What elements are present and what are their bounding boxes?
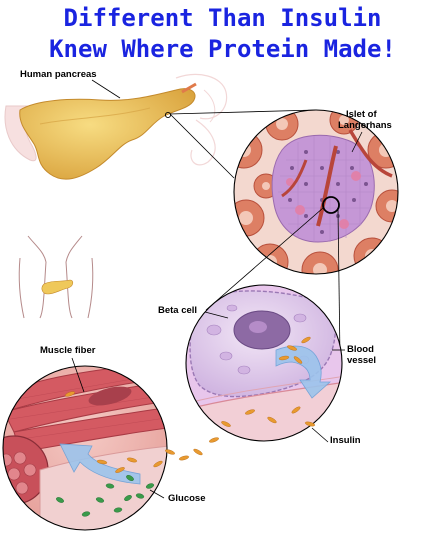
label-muscle-fiber: Muscle fiber — [40, 346, 95, 356]
pancreas — [20, 89, 195, 179]
label-islet-line2: Langerhans — [338, 121, 392, 131]
label-human-pancreas: Human pancreas — [20, 70, 97, 80]
islet-of-langerhans-magnified — [226, 106, 408, 288]
label-insulin: Insulin — [330, 436, 361, 446]
label-glucose: Glucose — [168, 494, 206, 504]
label-blood-line2: vessel — [347, 356, 376, 366]
label-islet-line1: Islet of — [346, 110, 377, 120]
human-torso-outline — [19, 236, 93, 318]
label-blood-line1: Blood — [347, 345, 374, 355]
label-beta-cell: Beta cell — [158, 306, 197, 316]
